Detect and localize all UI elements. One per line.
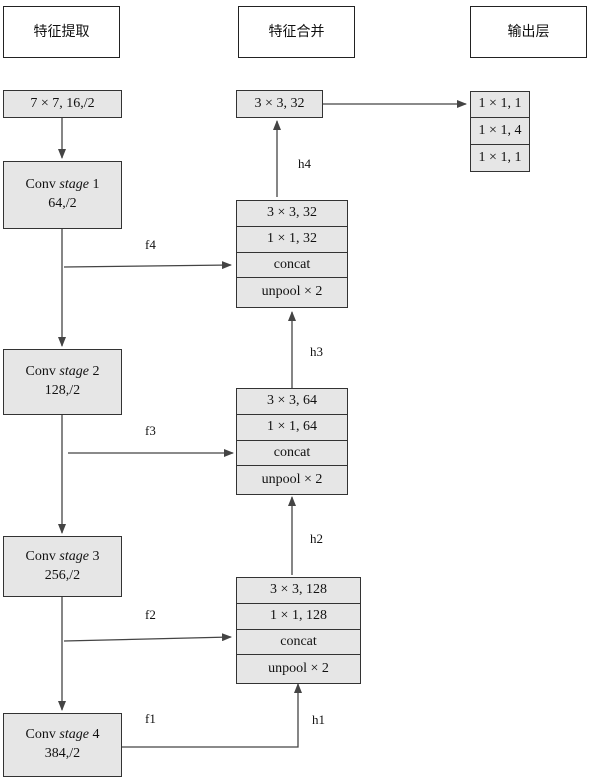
conv-stage-3-title: Conv stage 3 (25, 548, 100, 564)
conv-stage-3-box: Conv stage 3 256,/2 (3, 536, 122, 597)
output-row-3: 1 × 1, 1 (470, 144, 530, 172)
label-h4: h4 (298, 156, 311, 171)
header-output-layer: 输出层 (470, 6, 587, 58)
arrow-f4 (63, 261, 232, 270)
output-row-1: 1 × 1, 1 (470, 91, 530, 118)
merge-block1-row-2: 1 × 1, 32 (236, 226, 348, 253)
merge-top-conv-box: 3 × 3, 32 (236, 90, 323, 118)
conv-stage-2-box: Conv stage 2 128,/2 (3, 349, 122, 415)
label-h1: h1 (312, 712, 325, 727)
merge-block1-row-4: unpool × 2 (236, 277, 348, 308)
conv-stage-1-title: Conv stage 1 (25, 177, 100, 193)
conv-stage-4-title: Conv stage 4 (25, 727, 100, 743)
conv-stage-4-box: Conv stage 4 384,/2 (3, 713, 122, 777)
conv-stage-2-sub: 128,/2 (44, 383, 81, 398)
output-row-2: 1 × 1, 4 (470, 117, 530, 145)
conv-stage-4-sub: 384,/2 (44, 746, 81, 761)
merge-block3-row-4: unpool × 2 (236, 654, 361, 684)
label-f2: f2 (145, 607, 156, 622)
merge-block2-row-3: concat (236, 440, 348, 466)
arrow-f1 (122, 683, 302, 748)
header-feature-merge: 特征合并 (238, 6, 355, 58)
merge-block3-row-1: 3 × 3, 128 (236, 577, 361, 604)
conv-stage-2-title: Conv stage 2 (25, 364, 100, 380)
conv-stage-3-sub: 256,/2 (44, 567, 81, 583)
merge-block2-row-4: unpool × 2 (236, 465, 348, 495)
merge-block2-row-1: 3 × 3, 64 (236, 388, 348, 415)
label-h3: h3 (310, 344, 323, 359)
conv-stage-1-sub: 64,/2 (48, 196, 77, 211)
arrow-f2 (63, 633, 232, 642)
merge-block1-row-1: 3 × 3, 32 (236, 200, 348, 227)
merge-block2-row-2: 1 × 1, 64 (236, 414, 348, 441)
merge-block3-row-2: 1 × 1, 128 (236, 603, 361, 630)
label-f4: f4 (145, 237, 156, 252)
label-f3: f3 (145, 423, 156, 438)
header-feature-extraction: 特征提取 (3, 6, 120, 58)
label-f1: f1 (145, 711, 156, 726)
merge-block3-row-3: concat (236, 629, 361, 655)
label-h2: h2 (310, 531, 323, 546)
merge-block1-row-3: concat (236, 252, 348, 278)
input-conv-box: 7 × 7, 16,/2 (3, 90, 122, 118)
conv-stage-1-box: Conv stage 1 64,/2 (3, 161, 122, 229)
